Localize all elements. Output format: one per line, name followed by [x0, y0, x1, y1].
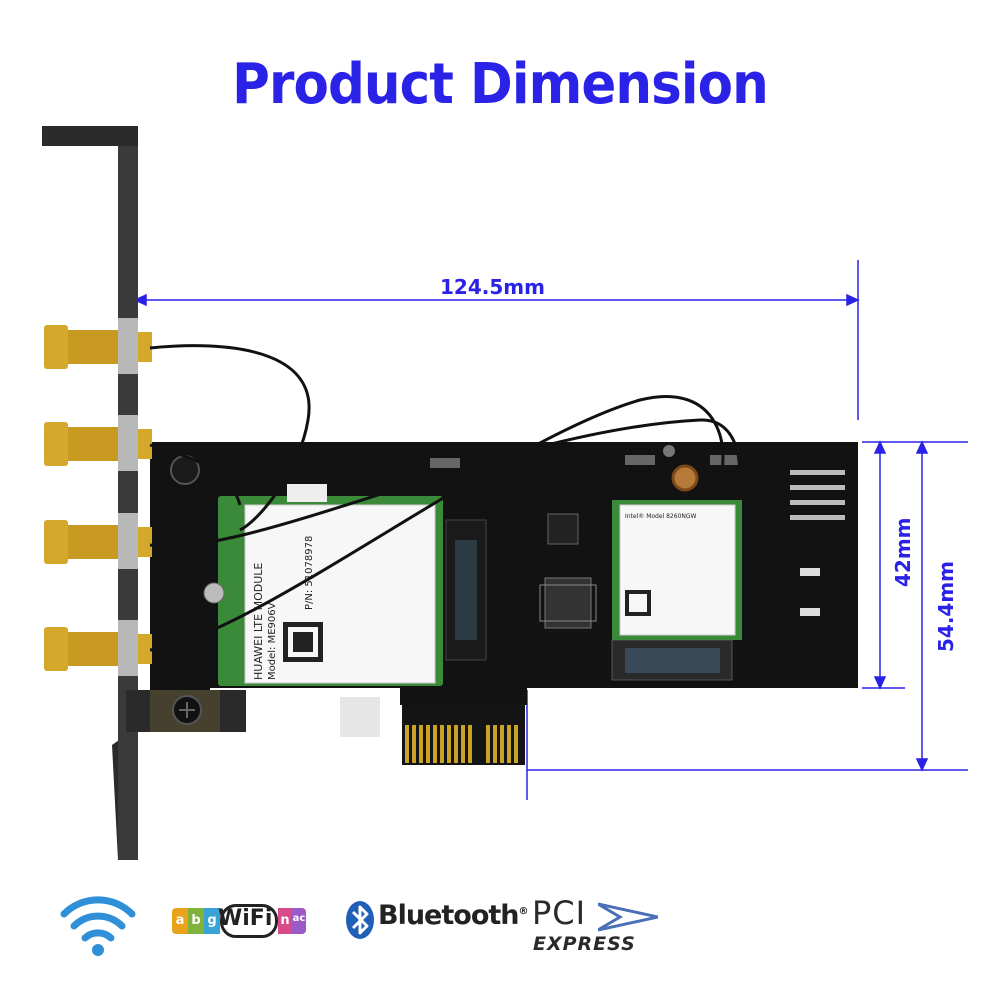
- sma-connector-3: [44, 513, 152, 569]
- width-dimension-label: 124.5mm: [440, 275, 545, 299]
- sma-connector-2: [44, 415, 152, 471]
- height-full-dimension-label: 54.4mm: [934, 560, 958, 652]
- page-title: Product Dimension: [232, 52, 769, 117]
- pci-logo-text: PCI: [532, 894, 587, 932]
- sma-connector-4: [44, 620, 152, 676]
- lte-module-label: HUAWEI LTE MODULE: [252, 563, 265, 680]
- wifi-module: [612, 445, 742, 640]
- sma-connector-1: [44, 318, 152, 374]
- lte-module: [203, 484, 443, 686]
- pci-express-arrow-icon: [598, 902, 658, 932]
- wifi-signal-icon: [60, 896, 136, 956]
- sma-connectors: [44, 318, 200, 676]
- bluetooth-icon: [346, 901, 374, 939]
- lte-module-pn: P/N: 51078978: [304, 536, 315, 610]
- bluetooth-logo-text: Bluetooth®: [378, 900, 529, 931]
- pci-express-logo-text: EXPRESS: [533, 933, 636, 955]
- dimension-lines: [133, 260, 968, 800]
- wifi-bands-logo: a b g n ac: [172, 902, 306, 940]
- wifi-band-n: n: [280, 913, 290, 928]
- lte-module-model: Model: ME906V: [267, 602, 278, 680]
- wifi-band-g: g: [207, 913, 217, 928]
- wifi-logo-text: WiFi: [218, 906, 273, 931]
- antenna-cables: [149, 344, 741, 652]
- wifi-module-label: Intel® Model 8260NGW: [625, 513, 697, 520]
- height-short-dimension-label: 42mm: [891, 517, 915, 587]
- wifi-band-b: b: [191, 913, 201, 928]
- wifi-band-ac: ac: [292, 913, 306, 924]
- wifi-band-a: a: [175, 913, 185, 928]
